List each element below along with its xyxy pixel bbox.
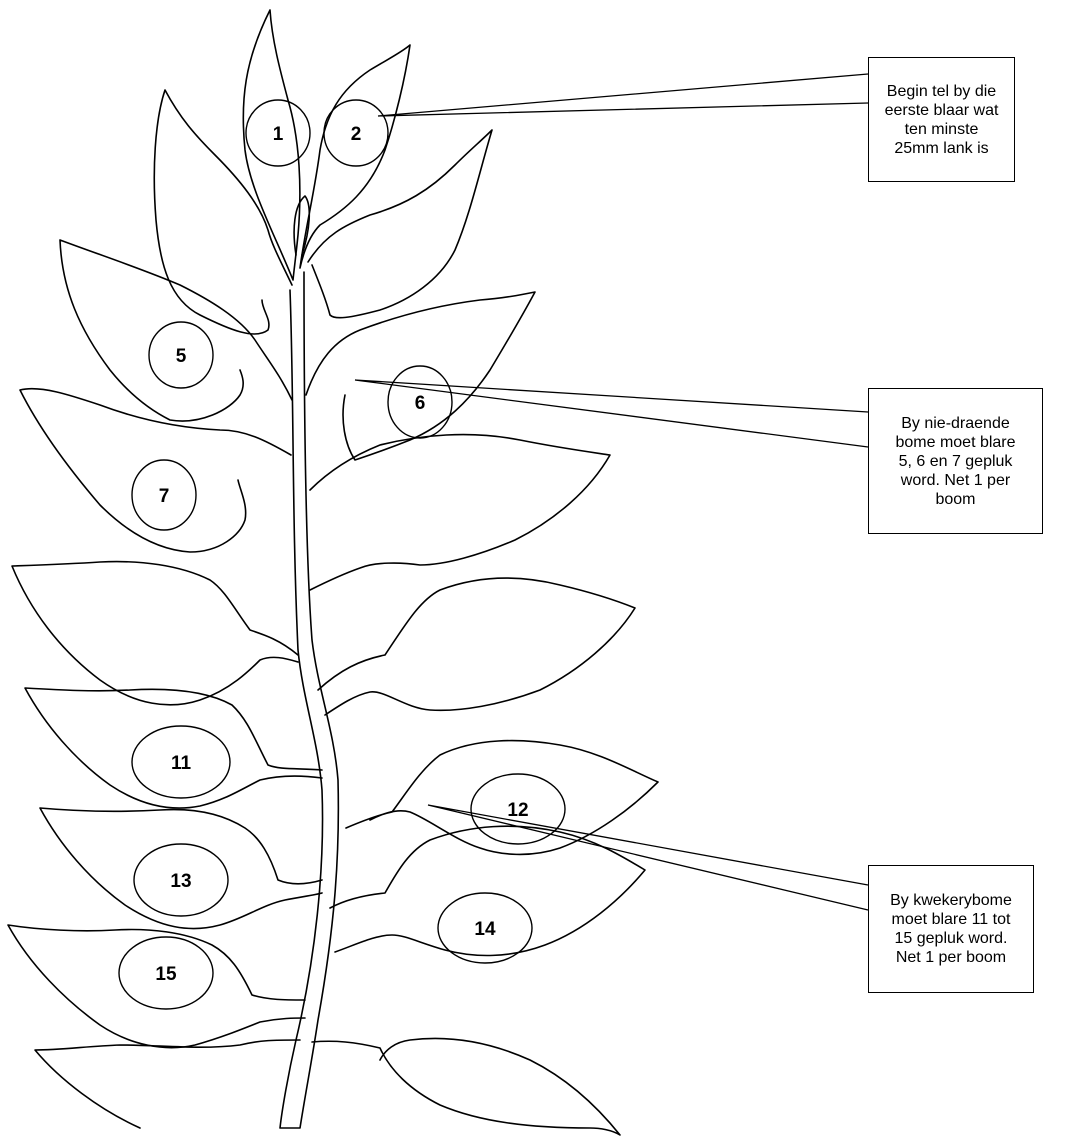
leaf-7: [20, 389, 291, 552]
leaf-label-15-text: 15: [155, 964, 177, 985]
leaf-label-1-text: 1: [273, 124, 284, 145]
leaf-label-11-text: 11: [171, 753, 192, 774]
leaf-label-15: 15: [119, 937, 213, 1009]
leaf-label-6: 6: [388, 366, 452, 438]
leaf-3: [154, 90, 292, 334]
leaf-bottom-left: [35, 1040, 300, 1128]
leaf-12: [346, 741, 658, 855]
leaf-label-5: 5: [149, 322, 213, 388]
leaf-15: [8, 925, 305, 1048]
leaf-5: [60, 240, 292, 421]
leaf-label-12: 12: [471, 774, 565, 844]
leaf-2: [300, 45, 410, 268]
leaf-8: [310, 435, 610, 590]
leaf-label-7-text: 7: [159, 486, 170, 507]
callout-nursery-trees-text: By kwekerybome moet blare 11 tot 15 gepl…: [890, 891, 1012, 967]
callout-1-pointer: [378, 74, 868, 116]
leaf-label-7: 7: [132, 460, 196, 530]
leaf-label-11: 11: [132, 726, 230, 798]
leaf-label-14-text: 14: [474, 919, 496, 940]
leaf-11: [25, 688, 322, 808]
leaf-label-13: 13: [134, 844, 228, 916]
leaf-label-2-text: 2: [351, 124, 362, 145]
leaf-label-12-text: 12: [507, 800, 528, 821]
leaf-9: [12, 562, 298, 705]
leaf-10: [318, 578, 635, 715]
leaf-label-5-text: 5: [176, 346, 187, 367]
callout-non-bearing-trees-text: By nie-draende bome moet blare 5, 6 en 7…: [895, 414, 1015, 509]
callout-nursery-trees: By kwekerybome moet blare 11 tot 15 gepl…: [868, 865, 1034, 993]
callout-2-pointer: [355, 380, 868, 447]
callout-non-bearing-trees: By nie-draende bome moet blare 5, 6 en 7…: [868, 388, 1043, 534]
leaf-label-14: 14: [438, 893, 532, 963]
leaf-label-1: 1: [246, 100, 310, 166]
leaf-label-6-text: 6: [415, 393, 426, 414]
leaf-label-2: 2: [324, 100, 388, 166]
callout-start-count: Begin tel by die eerste blaar wat ten mi…: [868, 57, 1015, 182]
leaf-13: [40, 808, 322, 929]
leaf-bottom-right: [312, 1038, 620, 1135]
callout-start-count-text: Begin tel by die eerste blaar wat ten mi…: [885, 82, 999, 158]
leaf-label-13-text: 13: [170, 871, 191, 892]
